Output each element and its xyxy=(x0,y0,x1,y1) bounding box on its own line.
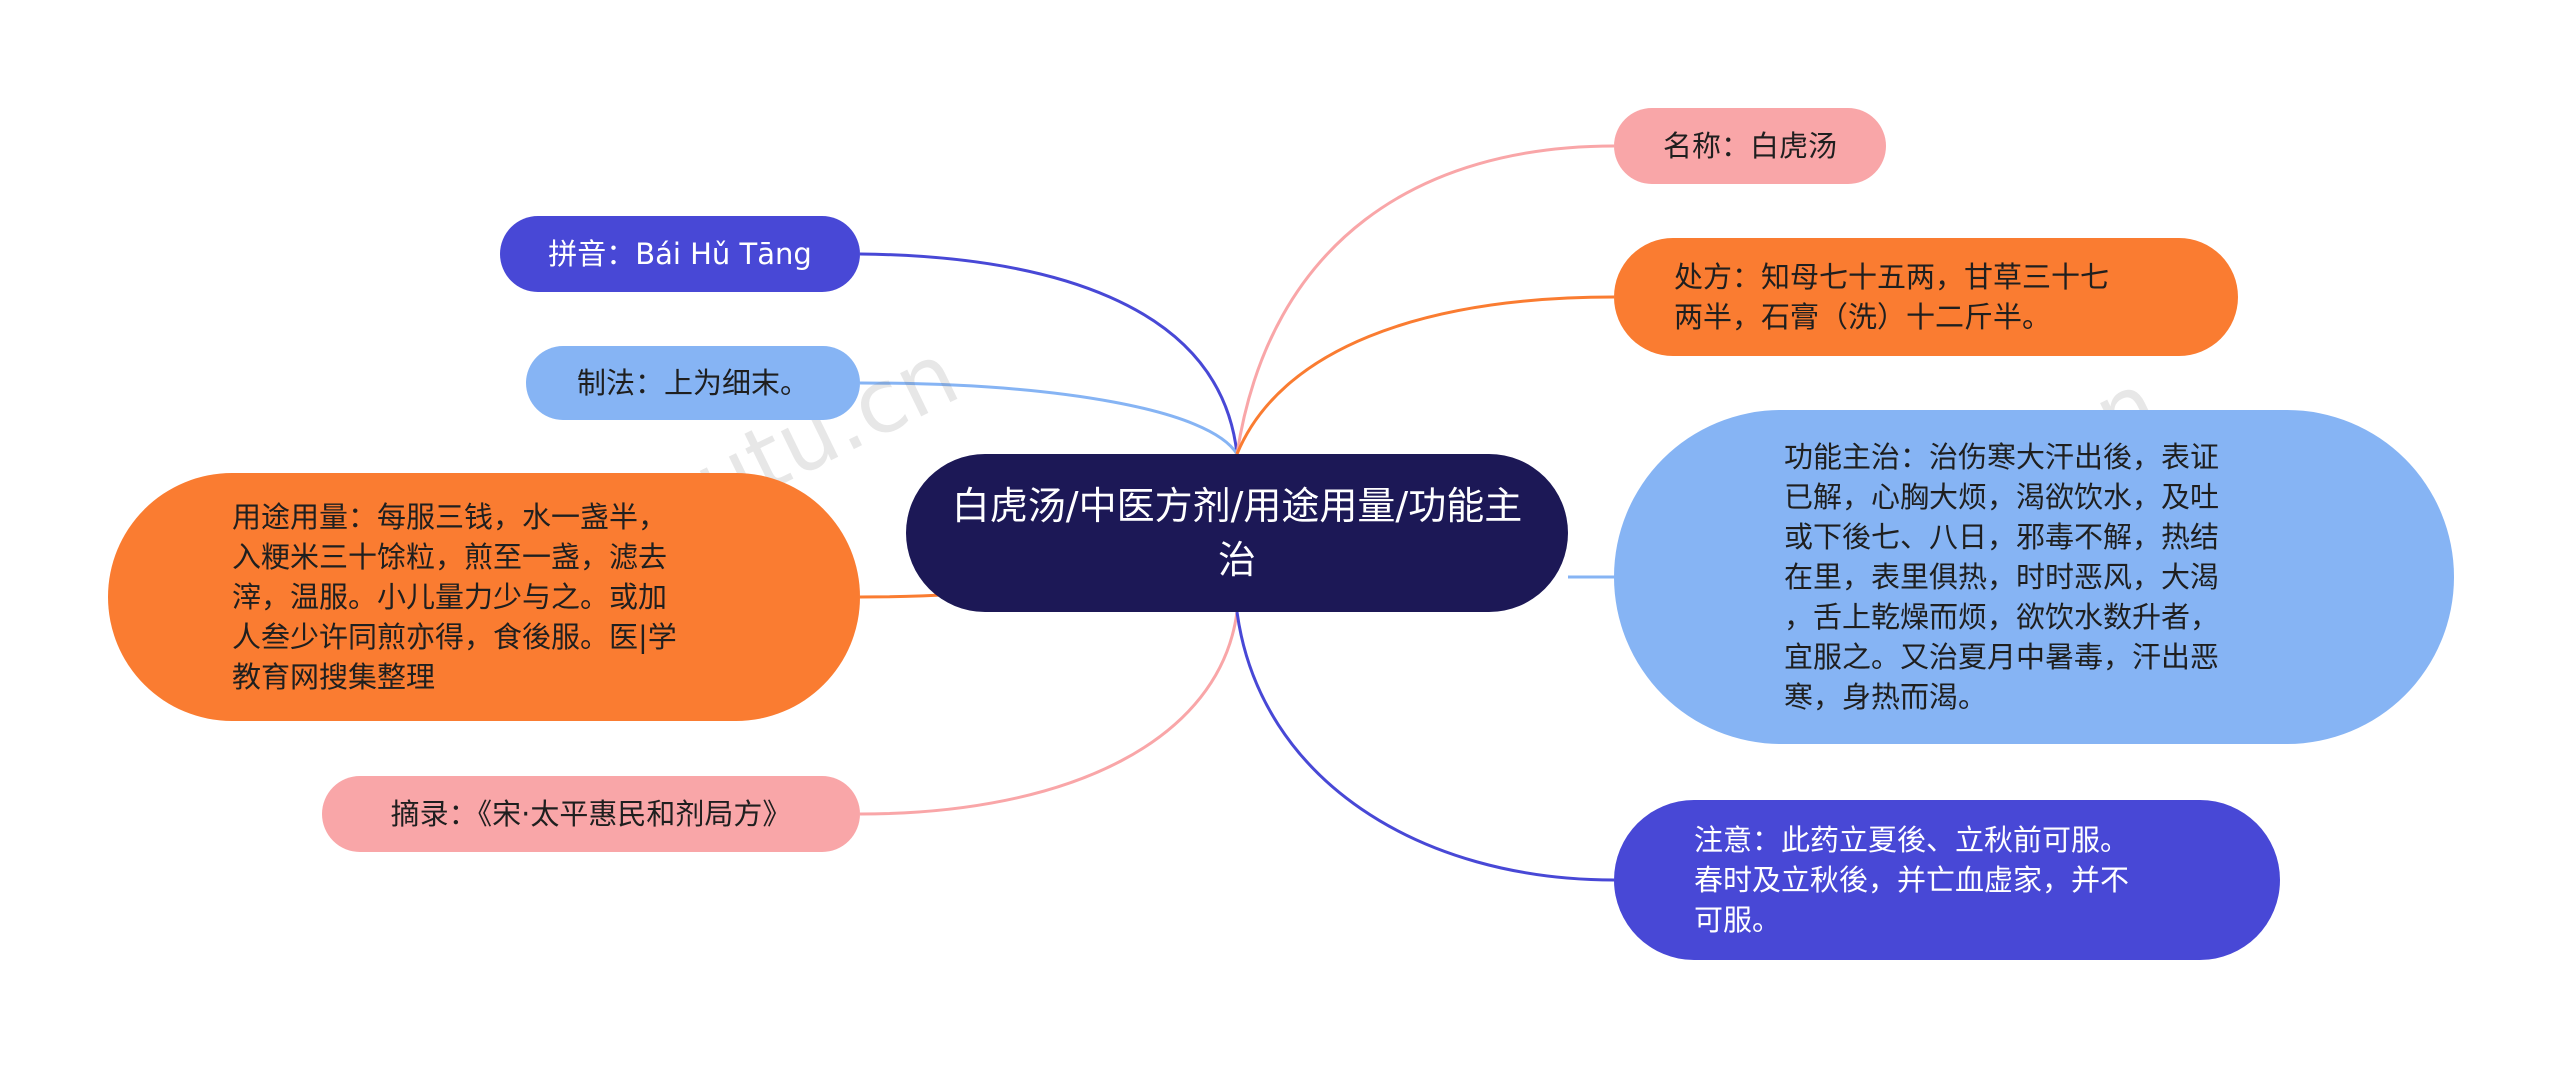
link-zhifa xyxy=(859,381,1239,455)
link-note xyxy=(1235,611,1615,882)
node-function-indication-label: 功能主治：治伤寒大汗出後，表证 已解，心胸大烦，渴欲饮水，及吐 或下後七、八日，… xyxy=(1784,440,2220,714)
central-topic-label: 白虎汤/中医方剂/用途用量/功能主治 xyxy=(951,484,1523,582)
central-topic[interactable]: 白虎汤/中医方剂/用途用量/功能主治 xyxy=(906,454,1568,612)
node-excerpt-label: 摘录：《宋·太平惠民和剂局方》 xyxy=(390,797,792,831)
node-preparation-label: 制法：上为细末。 xyxy=(576,366,809,400)
link-excerpt xyxy=(859,611,1239,816)
node-preparation[interactable]: 制法：上为细末。 xyxy=(526,346,860,420)
node-caution-label: 注意：此药立夏後、立秋前可服。 春时及立秋後，并亡血虚家，并不 可服。 xyxy=(1694,823,2130,937)
node-pinyin-label: 拼音：Bái Hǔ Tāng xyxy=(548,237,812,271)
link-recipe xyxy=(1235,295,1615,455)
link-pinyin xyxy=(859,252,1239,455)
node-usage-dosage[interactable]: 用途用量：每服三钱，水一盏半， 入粳米三十馀粒，煎至一盏，滤去 滓，温服。小儿量… xyxy=(108,473,860,721)
node-excerpt[interactable]: 摘录：《宋·太平惠民和剂局方》 xyxy=(322,776,860,852)
node-name-label: 名称：白虎汤 xyxy=(1662,129,1837,163)
node-usage-dosage-label: 用途用量：每服三钱，水一盏半， 入粳米三十馀粒，煎至一盏，滤去 滓，温服。小儿量… xyxy=(232,500,677,694)
node-pinyin[interactable]: 拼音：Bái Hǔ Tāng xyxy=(500,216,860,292)
node-name[interactable]: 名称：白虎汤 xyxy=(1614,108,1886,184)
link-name xyxy=(1235,144,1615,455)
node-caution[interactable]: 注意：此药立夏後、立秋前可服。 春时及立秋後，并亡血虚家，并不 可服。 xyxy=(1614,800,2280,960)
node-function-indication[interactable]: 功能主治：治伤寒大汗出後，表证 已解，心胸大烦，渴欲饮水，及吐 或下後七、八日，… xyxy=(1614,410,2454,744)
node-prescription-label: 处方：知母七十五两，甘草三十七 两半，石膏（洗）十二斤半。 xyxy=(1674,260,2110,334)
node-prescription[interactable]: 处方：知母七十五两，甘草三十七 两半，石膏（洗）十二斤半。 xyxy=(1614,238,2238,356)
